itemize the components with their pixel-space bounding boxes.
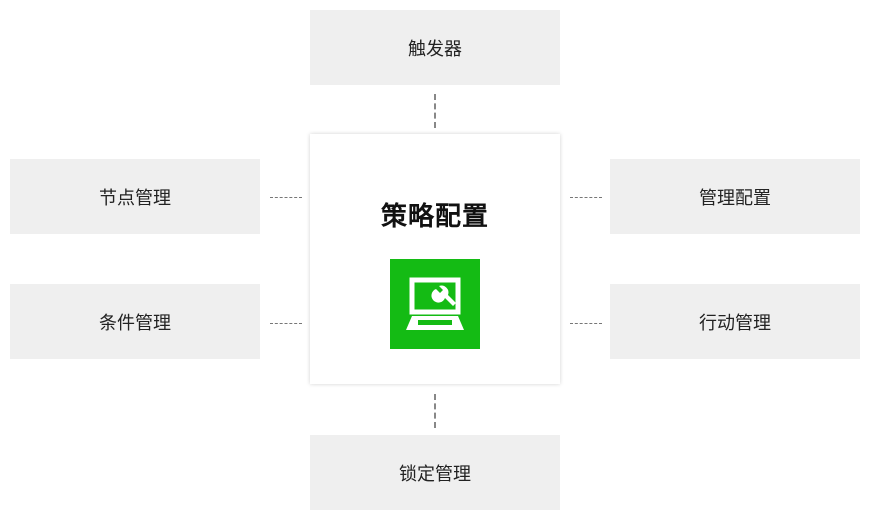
node-condition-management[interactable]: 条件管理 bbox=[10, 284, 260, 359]
node-admin-config[interactable]: 管理配置 bbox=[610, 159, 860, 234]
connector-bottom bbox=[434, 394, 436, 428]
center-node-policy-config[interactable]: 策略配置 bbox=[310, 134, 560, 384]
node-trigger[interactable]: 触发器 bbox=[310, 10, 560, 85]
connector-right-top bbox=[570, 197, 602, 198]
node-label: 条件管理 bbox=[99, 312, 171, 334]
node-label: 触发器 bbox=[408, 38, 462, 60]
node-action-management[interactable]: 行动管理 bbox=[610, 284, 860, 359]
node-label: 行动管理 bbox=[699, 312, 771, 334]
node-node-management[interactable]: 节点管理 bbox=[10, 159, 260, 234]
laptop-wrench-icon bbox=[390, 259, 480, 349]
node-label: 锁定管理 bbox=[399, 463, 471, 485]
connector-left-bottom bbox=[270, 323, 302, 324]
connector-top bbox=[434, 94, 436, 128]
connector-left-top bbox=[270, 197, 302, 198]
node-label: 节点管理 bbox=[99, 187, 171, 209]
connector-right-bottom bbox=[570, 323, 602, 324]
center-title: 策略配置 bbox=[380, 202, 489, 232]
node-label: 管理配置 bbox=[699, 187, 771, 209]
node-lock-management[interactable]: 锁定管理 bbox=[310, 435, 560, 510]
